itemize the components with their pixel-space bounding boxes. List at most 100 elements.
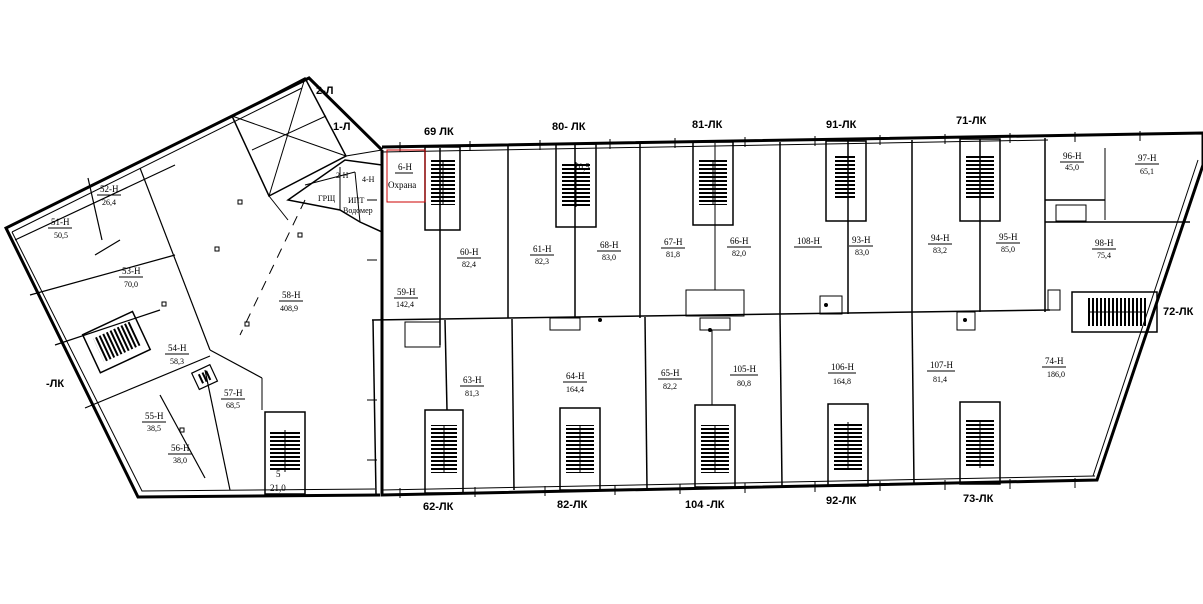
- svg-text:82,0: 82,0: [732, 249, 746, 258]
- svg-text:95-Н: 95-Н: [999, 232, 1018, 242]
- room-56: 56-Н 38,0: [168, 443, 192, 465]
- svg-text:56-Н: 56-Н: [171, 443, 190, 453]
- room-107: 107-Н81,4: [927, 360, 955, 384]
- fixtures: [404, 289, 976, 348]
- svg-text:107-Н: 107-Н: [930, 360, 953, 370]
- room-106: 106-Н 164,8: [828, 362, 856, 386]
- stair-91-label: 91-ЛК: [826, 119, 857, 131]
- svg-text:66-Н: 66-Н: [730, 236, 749, 246]
- room-63: 63-Н81,3: [460, 375, 484, 398]
- room-98: 98-Н75,4: [1092, 238, 1116, 260]
- room-68: 68-Н 83,0: [597, 240, 621, 262]
- svg-text:81,3: 81,3: [465, 389, 479, 398]
- svg-text:408,9: 408,9: [280, 304, 298, 313]
- svg-text:50,5: 50,5: [54, 231, 68, 240]
- svg-text:61-Н: 61-Н: [533, 244, 552, 254]
- room-97: 97-Н 65,1: [1135, 153, 1159, 176]
- svg-text:97-Н: 97-Н: [1138, 153, 1157, 163]
- stair-81-label: 81-ЛК: [692, 119, 723, 131]
- room-93: 93-Н 83,0: [849, 235, 873, 257]
- svg-text:96-Н: 96-Н: [1063, 151, 1082, 161]
- svg-text:59-Н: 59-Н: [397, 287, 416, 297]
- svg-text:85,0: 85,0: [1001, 245, 1015, 254]
- stair-80-label: 80- ЛК: [552, 121, 586, 133]
- stair-92-label: 92-ЛК: [826, 495, 857, 507]
- room-95: 95-Н 85,0: [996, 232, 1020, 254]
- svg-text:83,0: 83,0: [855, 248, 869, 257]
- svg-text:65,1: 65,1: [1140, 167, 1154, 176]
- svg-text:82,4: 82,4: [462, 260, 476, 269]
- room-59: 59-Н 142,4: [394, 287, 418, 309]
- svg-text:142,4: 142,4: [396, 300, 414, 309]
- svg-text:105-Н: 105-Н: [733, 364, 756, 374]
- svg-text:64-Н: 64-Н: [566, 371, 585, 381]
- stair-72-label: 72-ЛК: [1163, 306, 1194, 318]
- room-74: 74-Н 186,0: [1042, 356, 1066, 379]
- vodomer-label: Водомер: [343, 206, 373, 215]
- stair-104-label: 104 -ЛК: [685, 499, 725, 511]
- svg-text:68-Н: 68-Н: [600, 240, 619, 250]
- room-61: 61-Н 82,3: [530, 244, 554, 266]
- svg-text:38,0: 38,0: [173, 456, 187, 465]
- svg-text:54-Н: 54-Н: [168, 343, 187, 353]
- svg-text:164,4: 164,4: [566, 385, 584, 394]
- svg-text:94-Н: 94-Н: [931, 233, 950, 243]
- stair-62-label: 62-ЛК: [423, 501, 454, 513]
- svg-text:82,3: 82,3: [535, 257, 549, 266]
- svg-text:53-Н: 53-Н: [122, 266, 141, 276]
- svg-text:68,5: 68,5: [226, 401, 240, 410]
- room-6-id: 6-Н: [398, 162, 412, 172]
- room-58: 58-Н 408,9: [279, 290, 303, 313]
- svg-text:51-Н: 51-Н: [51, 217, 70, 227]
- room-60: 60-Н82,4: [457, 247, 481, 269]
- svg-text:57-Н: 57-Н: [224, 388, 243, 398]
- stair-69-label: 69 ЛК: [424, 126, 454, 138]
- svg-text:55-Н: 55-Н: [145, 411, 164, 421]
- svg-text:106-Н: 106-Н: [831, 362, 854, 372]
- svg-text:58-Н: 58-Н: [282, 290, 301, 300]
- staircase-labels: 2-Л 1-Л 69 ЛК 80- ЛК 81-ЛК 91-ЛК 71-ЛК 7…: [46, 85, 1194, 513]
- room-108: 108-Н: [794, 236, 822, 248]
- svg-text:164,8: 164,8: [833, 377, 851, 386]
- room-labels: 51-Н 50,5 52-Н 26,4 53-Н 70,0 54-Н 58,3 55-Н…: [48, 151, 1159, 465]
- room-6-name: Охрана: [388, 180, 416, 190]
- svg-text:98-Н: 98-Н: [1095, 238, 1114, 248]
- stair-west-label: -ЛК: [46, 378, 64, 390]
- svg-text:80,8: 80,8: [737, 379, 751, 388]
- room-52: 52-Н 26,4: [97, 184, 121, 207]
- room-57: 57-Н 68,5: [221, 388, 245, 410]
- room-105: 105-Н 80,8: [730, 364, 758, 388]
- staircases: [424, 138, 1158, 494]
- room-51: 51-Н 50,5: [48, 217, 72, 240]
- room-64: 64-Н 164,4: [563, 371, 587, 394]
- room-67: 67-Н81,8: [661, 237, 685, 259]
- svg-text:93-Н: 93-Н: [852, 235, 871, 245]
- svg-text:83,2: 83,2: [933, 246, 947, 255]
- room-54: 54-Н 58,3: [165, 343, 189, 366]
- stair-2l-label: 2-Л: [316, 85, 334, 97]
- room-96: 96-Н 45,0: [1060, 151, 1084, 172]
- stair-1l-label: 1-Л: [333, 121, 351, 133]
- room-4-id: 4-Н: [362, 175, 375, 184]
- utility-labels: 6-Н Охрана 4-Н ИПТ Водомер 2-Н ГРЩ 5 21,…: [270, 149, 590, 493]
- svg-text:26,4: 26,4: [102, 198, 116, 207]
- svg-text:74-Н: 74-Н: [1045, 356, 1064, 366]
- ipt-label: ИПТ: [348, 196, 365, 205]
- svg-text:38,5: 38,5: [147, 424, 161, 433]
- svg-text:65-Н: 65-Н: [661, 368, 680, 378]
- svg-text:70,0: 70,0: [124, 280, 138, 289]
- room-2-id: 2-Н: [336, 171, 349, 180]
- svg-text:81,8: 81,8: [666, 250, 680, 259]
- svg-text:83,0: 83,0: [602, 253, 616, 262]
- svg-text:186,0: 186,0: [1047, 370, 1065, 379]
- stair-71-label: 71-ЛК: [956, 115, 987, 127]
- svg-text:82,2: 82,2: [663, 382, 677, 391]
- svg-text:52-Н: 52-Н: [100, 184, 119, 194]
- svg-text:45,0: 45,0: [1065, 163, 1079, 172]
- room-66: 66-Н 82,0: [727, 236, 751, 258]
- room-5-area: 21,0: [270, 483, 286, 493]
- svg-text:108-Н: 108-Н: [797, 236, 820, 246]
- room-55: 55-Н 38,5: [142, 411, 166, 433]
- svg-text:58,3: 58,3: [170, 357, 184, 366]
